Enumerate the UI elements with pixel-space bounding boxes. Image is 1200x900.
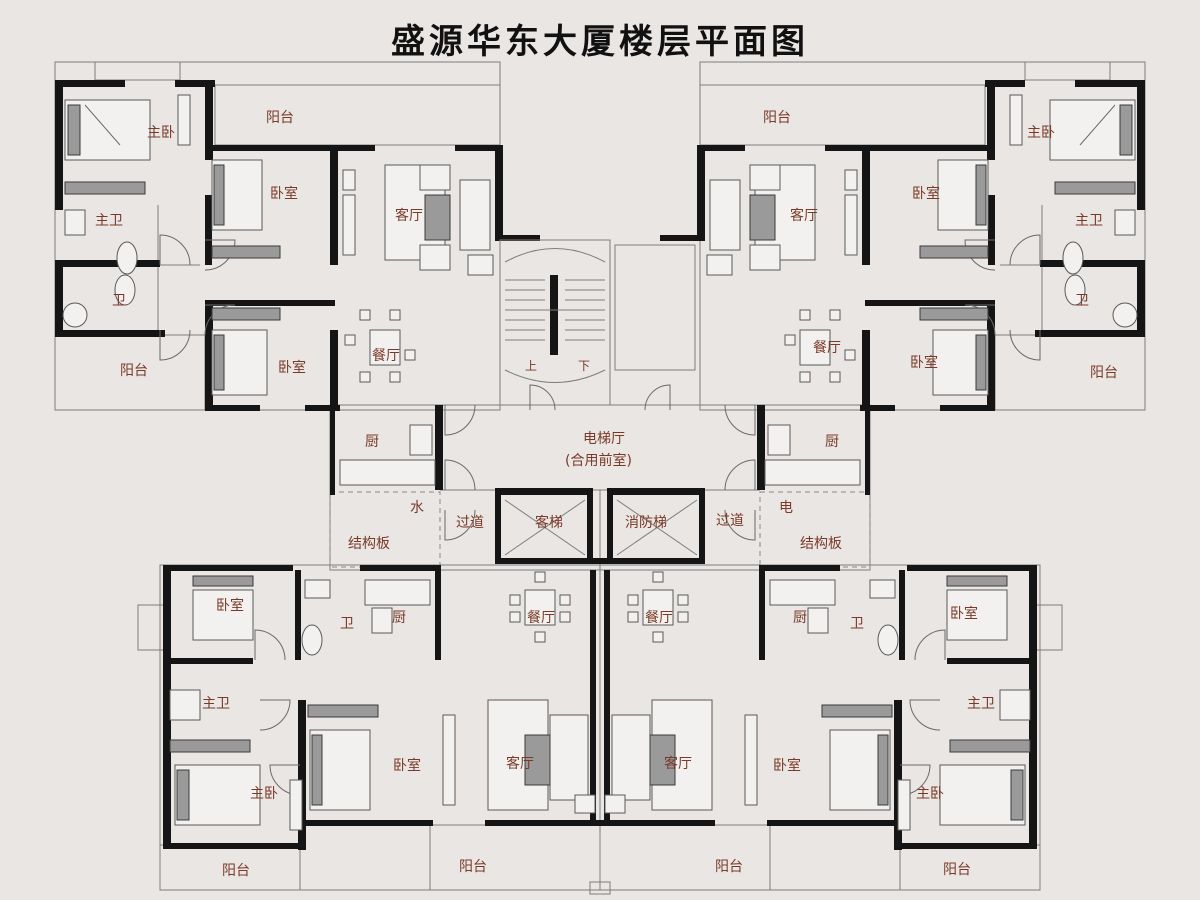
- label-se-kitchen: 厨: [793, 610, 807, 626]
- label-elevator-fire: 消防梯: [625, 515, 667, 531]
- room-labels: 主卧 阳台 卧室 客厅 主卫 卫 阳台 卧室 餐厅 厨 阳台 主卧 客厅 卧室 …: [95, 110, 1118, 879]
- label-sw-dining: 餐厅: [527, 610, 555, 626]
- label-ne-bedroom2: 卧室: [910, 354, 938, 371]
- label-sw-bedroom2: 卧室: [393, 757, 421, 774]
- plan-title: 盛源华东大厦楼层平面图: [391, 22, 809, 62]
- label-water: 水: [410, 500, 424, 516]
- label-sw-balcony-right: 阳台: [459, 859, 487, 875]
- elevator-shafts: [504, 499, 698, 556]
- label-slab-right: 结构板: [800, 536, 842, 552]
- label-stair-up: 上: [525, 359, 537, 373]
- label-ne-kitchen: 厨: [825, 434, 839, 450]
- label-ne-dining: 餐厅: [813, 340, 841, 356]
- label-nw-bath: 卫: [112, 293, 126, 309]
- label-elevator-passenger: 客梯: [535, 514, 563, 531]
- label-sw-balcony-left: 阳台: [222, 863, 250, 879]
- label-ne-master-bed: 主卧: [1027, 125, 1055, 141]
- label-sw-kitchen: 厨: [392, 610, 406, 626]
- label-lobby-sub: (合用前室): [565, 452, 632, 469]
- label-sw-bath: 卫: [340, 616, 354, 632]
- label-se-bedroom1: 卧室: [950, 605, 978, 622]
- label-se-living: 客厅: [664, 755, 692, 772]
- label-nw-master-bed: 主卧: [147, 125, 175, 141]
- label-ne-bath: 卫: [1075, 293, 1089, 309]
- label-ne-bedroom1: 卧室: [912, 185, 940, 202]
- label-lobby: 电梯厅: [583, 431, 625, 447]
- label-nw-bedroom1: 卧室: [270, 185, 298, 202]
- label-sw-master-bath: 主卫: [202, 696, 230, 712]
- label-ne-living: 客厅: [790, 207, 818, 224]
- walls: [55, 80, 1145, 850]
- furniture: [62, 94, 1138, 831]
- label-se-master-bath: 主卫: [967, 696, 995, 712]
- label-electric: 电: [779, 500, 793, 516]
- label-se-bedroom2: 卧室: [773, 757, 801, 774]
- label-se-balcony-left: 阳台: [715, 859, 743, 875]
- label-slab-left: 结构板: [348, 536, 390, 552]
- label-se-bath: 卫: [850, 616, 864, 632]
- label-ne-balcony-top: 阳台: [763, 110, 791, 126]
- label-se-dining: 餐厅: [645, 610, 673, 626]
- label-se-balcony-right: 阳台: [943, 862, 971, 878]
- label-sw-bedroom1: 卧室: [216, 597, 244, 614]
- label-nw-living: 客厅: [395, 207, 423, 224]
- label-passage-left: 过道: [456, 515, 484, 531]
- label-nw-balcony-bottom: 阳台: [120, 363, 148, 379]
- label-nw-kitchen: 厨: [365, 434, 379, 450]
- label-passage-right: 过道: [716, 513, 744, 529]
- label-nw-bedroom2: 卧室: [278, 359, 306, 376]
- stairwell: [499, 239, 696, 406]
- label-nw-balcony-top: 阳台: [266, 110, 294, 126]
- label-sw-master-bed: 主卧: [250, 786, 278, 802]
- label-nw-dining: 餐厅: [372, 348, 400, 364]
- label-se-master-bed: 主卧: [916, 786, 944, 802]
- door-swings: [159, 234, 1041, 796]
- label-nw-master-bath: 主卫: [95, 213, 123, 229]
- label-sw-living: 客厅: [506, 755, 534, 772]
- label-ne-balcony-bottom: 阳台: [1090, 365, 1118, 381]
- label-ne-master-bath: 主卫: [1075, 213, 1103, 229]
- label-stair-down: 下: [578, 359, 590, 373]
